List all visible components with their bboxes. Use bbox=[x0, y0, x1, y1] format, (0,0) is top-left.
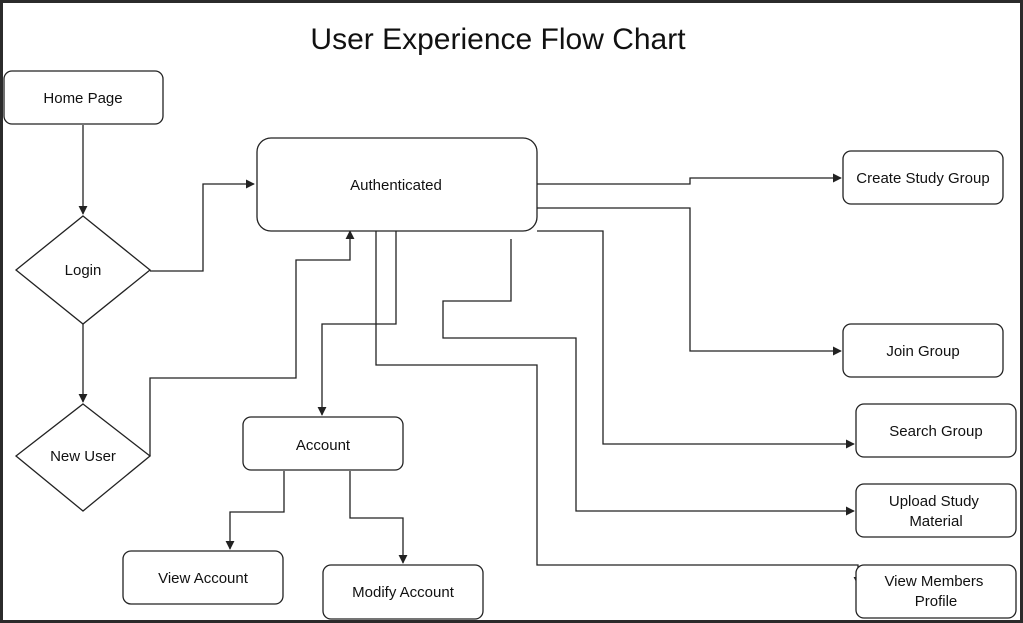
modify-account-label: Modify Account bbox=[352, 584, 455, 601]
create-study-group-label: Create Study Group bbox=[856, 170, 989, 187]
edge-login-to-authenticated bbox=[150, 179, 255, 272]
node-upload-study-material[interactable]: Upload Study Material bbox=[855, 483, 1017, 538]
flowchart-svg: User Experience Flow Chart Home Page Log… bbox=[3, 23, 1017, 620]
home-page-label: Home Page bbox=[43, 90, 122, 107]
upload-study-material-label-line-1: Upload Study bbox=[889, 493, 980, 510]
new-user-diamond bbox=[14, 403, 152, 512]
node-login[interactable]: Login bbox=[14, 215, 152, 325]
edge-authenticated-to-upload-study-material bbox=[442, 239, 855, 516]
upload-study-material-label-line-2: Material bbox=[909, 513, 962, 530]
view-members-profile-label-line-2: Profile bbox=[915, 593, 958, 610]
node-new-user[interactable]: New User bbox=[14, 403, 152, 512]
authenticated-box bbox=[256, 137, 538, 232]
login-diamond bbox=[14, 215, 152, 325]
create-study-group-box bbox=[842, 150, 1004, 205]
upload-study-material-box bbox=[855, 483, 1017, 538]
modify-account-box bbox=[322, 564, 484, 620]
home-page-box bbox=[3, 70, 164, 125]
search-group-label: Search Group bbox=[889, 423, 982, 440]
view-account-label: View Account bbox=[158, 570, 249, 587]
authenticated-label: Authenticated bbox=[350, 177, 442, 194]
node-modify-account[interactable]: Modify Account bbox=[322, 564, 484, 620]
edge-new-user-to-authenticated bbox=[149, 230, 355, 456]
view-members-profile-box bbox=[855, 564, 1017, 619]
node-account[interactable]: Account bbox=[242, 416, 404, 471]
view-members-profile-label: View Members Profile bbox=[884, 573, 987, 610]
node-create-study-group[interactable]: Create Study Group bbox=[842, 150, 1004, 205]
diagram-title: User Experience Flow Chart bbox=[310, 23, 686, 56]
edge-authenticated-to-search-group bbox=[537, 230, 855, 449]
edge-account-to-view-account bbox=[225, 471, 285, 550]
edge-authenticated-to-join-group bbox=[537, 207, 842, 356]
node-home-page[interactable]: Home Page bbox=[3, 70, 164, 125]
account-box bbox=[242, 416, 404, 471]
edge-authenticated-to-create-study-group bbox=[537, 173, 842, 185]
node-search-group[interactable]: Search Group bbox=[855, 403, 1017, 458]
node-join-group[interactable]: Join Group bbox=[842, 323, 1004, 378]
join-group-label: Join Group bbox=[886, 343, 959, 360]
edge-authenticated-to-account bbox=[317, 231, 397, 416]
edge-account-to-modify-account bbox=[349, 471, 408, 564]
view-account-box bbox=[122, 550, 284, 605]
node-authenticated[interactable]: Authenticated bbox=[256, 137, 538, 232]
account-label: Account bbox=[296, 437, 351, 454]
upload-study-material-label: Upload Study Material bbox=[889, 493, 983, 530]
view-members-profile-label-line-1: View Members bbox=[884, 573, 983, 590]
edge-authenticated-to-view-members-profile bbox=[375, 231, 863, 586]
node-view-account[interactable]: View Account bbox=[122, 550, 284, 605]
join-group-box bbox=[842, 323, 1004, 378]
search-group-box bbox=[855, 403, 1017, 458]
new-user-label: New User bbox=[50, 448, 116, 465]
node-view-members-profile[interactable]: View Members Profile bbox=[855, 564, 1017, 619]
login-label: Login bbox=[65, 262, 102, 279]
